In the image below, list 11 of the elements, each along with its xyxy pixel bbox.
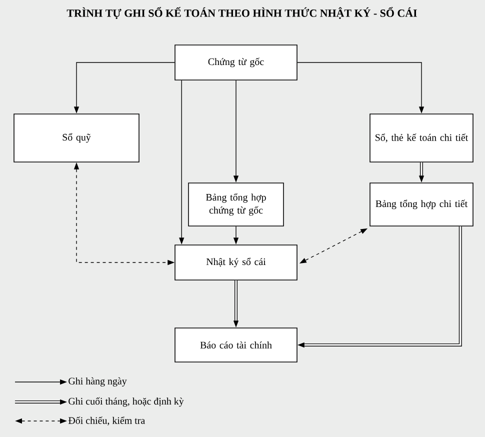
process-box: Báo cáo tài chính (174, 328, 298, 362)
title: TRÌNH TỰ GHI SỔ KẾ TOÁN THEO HÌNH THỨC NHẬT KÝ - SỔ CÁI (66, 7, 417, 19)
process-box: Sổ quỹ (14, 114, 140, 162)
process-box: Sổ, thẻ kế toán chi tiết (370, 114, 474, 162)
process-box: Bảng tổng hợp chứng từ gốc (188, 182, 284, 226)
legend-text: Ghi hàng ngày (68, 377, 127, 387)
process-box: Chứng từ gốc (174, 44, 298, 80)
process-box: Nhật ký sổ cái (174, 244, 298, 280)
legend-text: Đối chiếu, kiểm tra (68, 416, 145, 426)
process-box: Bảng tổng hợp chi tiết (370, 182, 474, 226)
legend-text: Ghi cuối tháng, hoặc định kỳ (68, 397, 184, 407)
